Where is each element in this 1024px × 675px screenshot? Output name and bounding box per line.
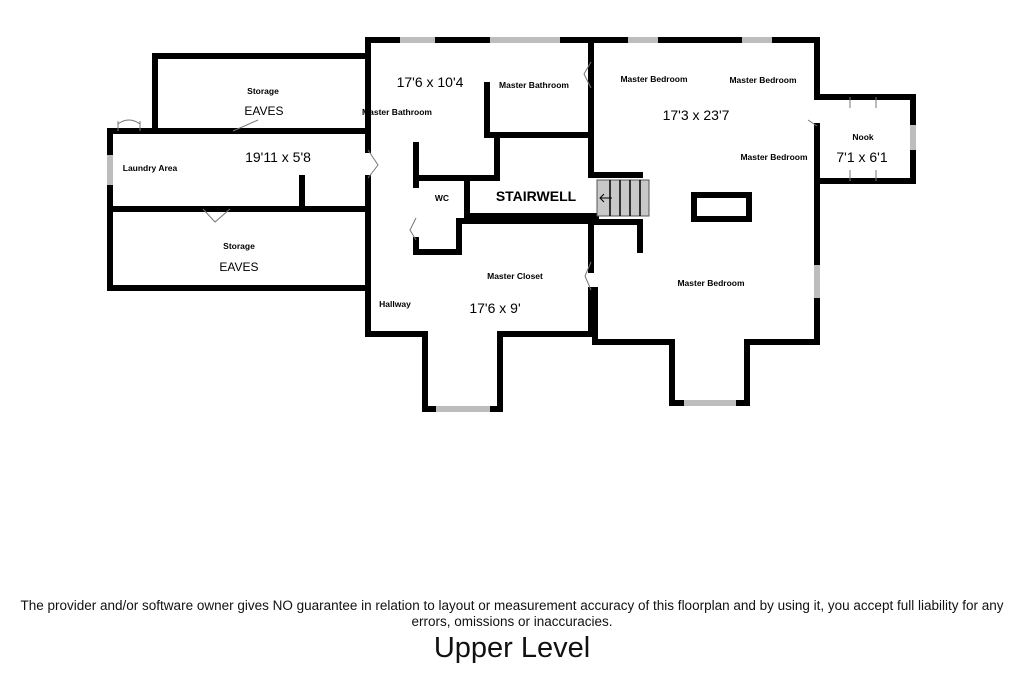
master-bed-label-4: Master Bedroom <box>677 278 745 288</box>
level-title: Upper Level <box>433 632 591 664</box>
hallway-label: Hallway <box>379 299 411 309</box>
windows <box>107 37 916 412</box>
nook-label: Nook <box>852 132 874 142</box>
walls <box>107 37 916 412</box>
master-bed-label-2: Master Bedroom <box>729 75 797 85</box>
bed-dim: 17'3 x 23'7 <box>663 107 730 123</box>
storage-bottom-label: Storage <box>223 241 255 251</box>
doors <box>117 61 877 291</box>
stairwell-label: STAIRWELL <box>496 188 577 204</box>
stairs <box>596 179 650 217</box>
master-closet-label: Master Closet <box>487 271 543 281</box>
master-bath-label-1: Master Bathroom <box>362 107 432 117</box>
laundry-dim: 19'11 x 5'8 <box>245 149 311 165</box>
closet-dim: 17'6 x 9' <box>469 300 520 316</box>
master-bath-label-2: Master Bathroom <box>499 80 569 90</box>
eaves-top-label: EAVES <box>244 104 283 118</box>
master-bed-label-1: Master Bedroom <box>620 74 688 84</box>
room-labels: Storage EAVES Laundry Area 19'11 x 5'8 S… <box>123 74 888 316</box>
nook-dim: 7'1 x 6'1 <box>836 149 887 165</box>
master-bed-label-3: Master Bedroom <box>740 152 808 162</box>
wc-label: WC <box>435 193 449 203</box>
laundry-label: Laundry Area <box>123 163 178 173</box>
bath-dim: 17'6 x 10'4 <box>397 74 464 90</box>
storage-top-label: Storage <box>247 86 279 96</box>
eaves-bottom-label: EAVES <box>219 260 258 274</box>
disclaimer-text: The provider and/or software owner gives… <box>20 598 1004 629</box>
